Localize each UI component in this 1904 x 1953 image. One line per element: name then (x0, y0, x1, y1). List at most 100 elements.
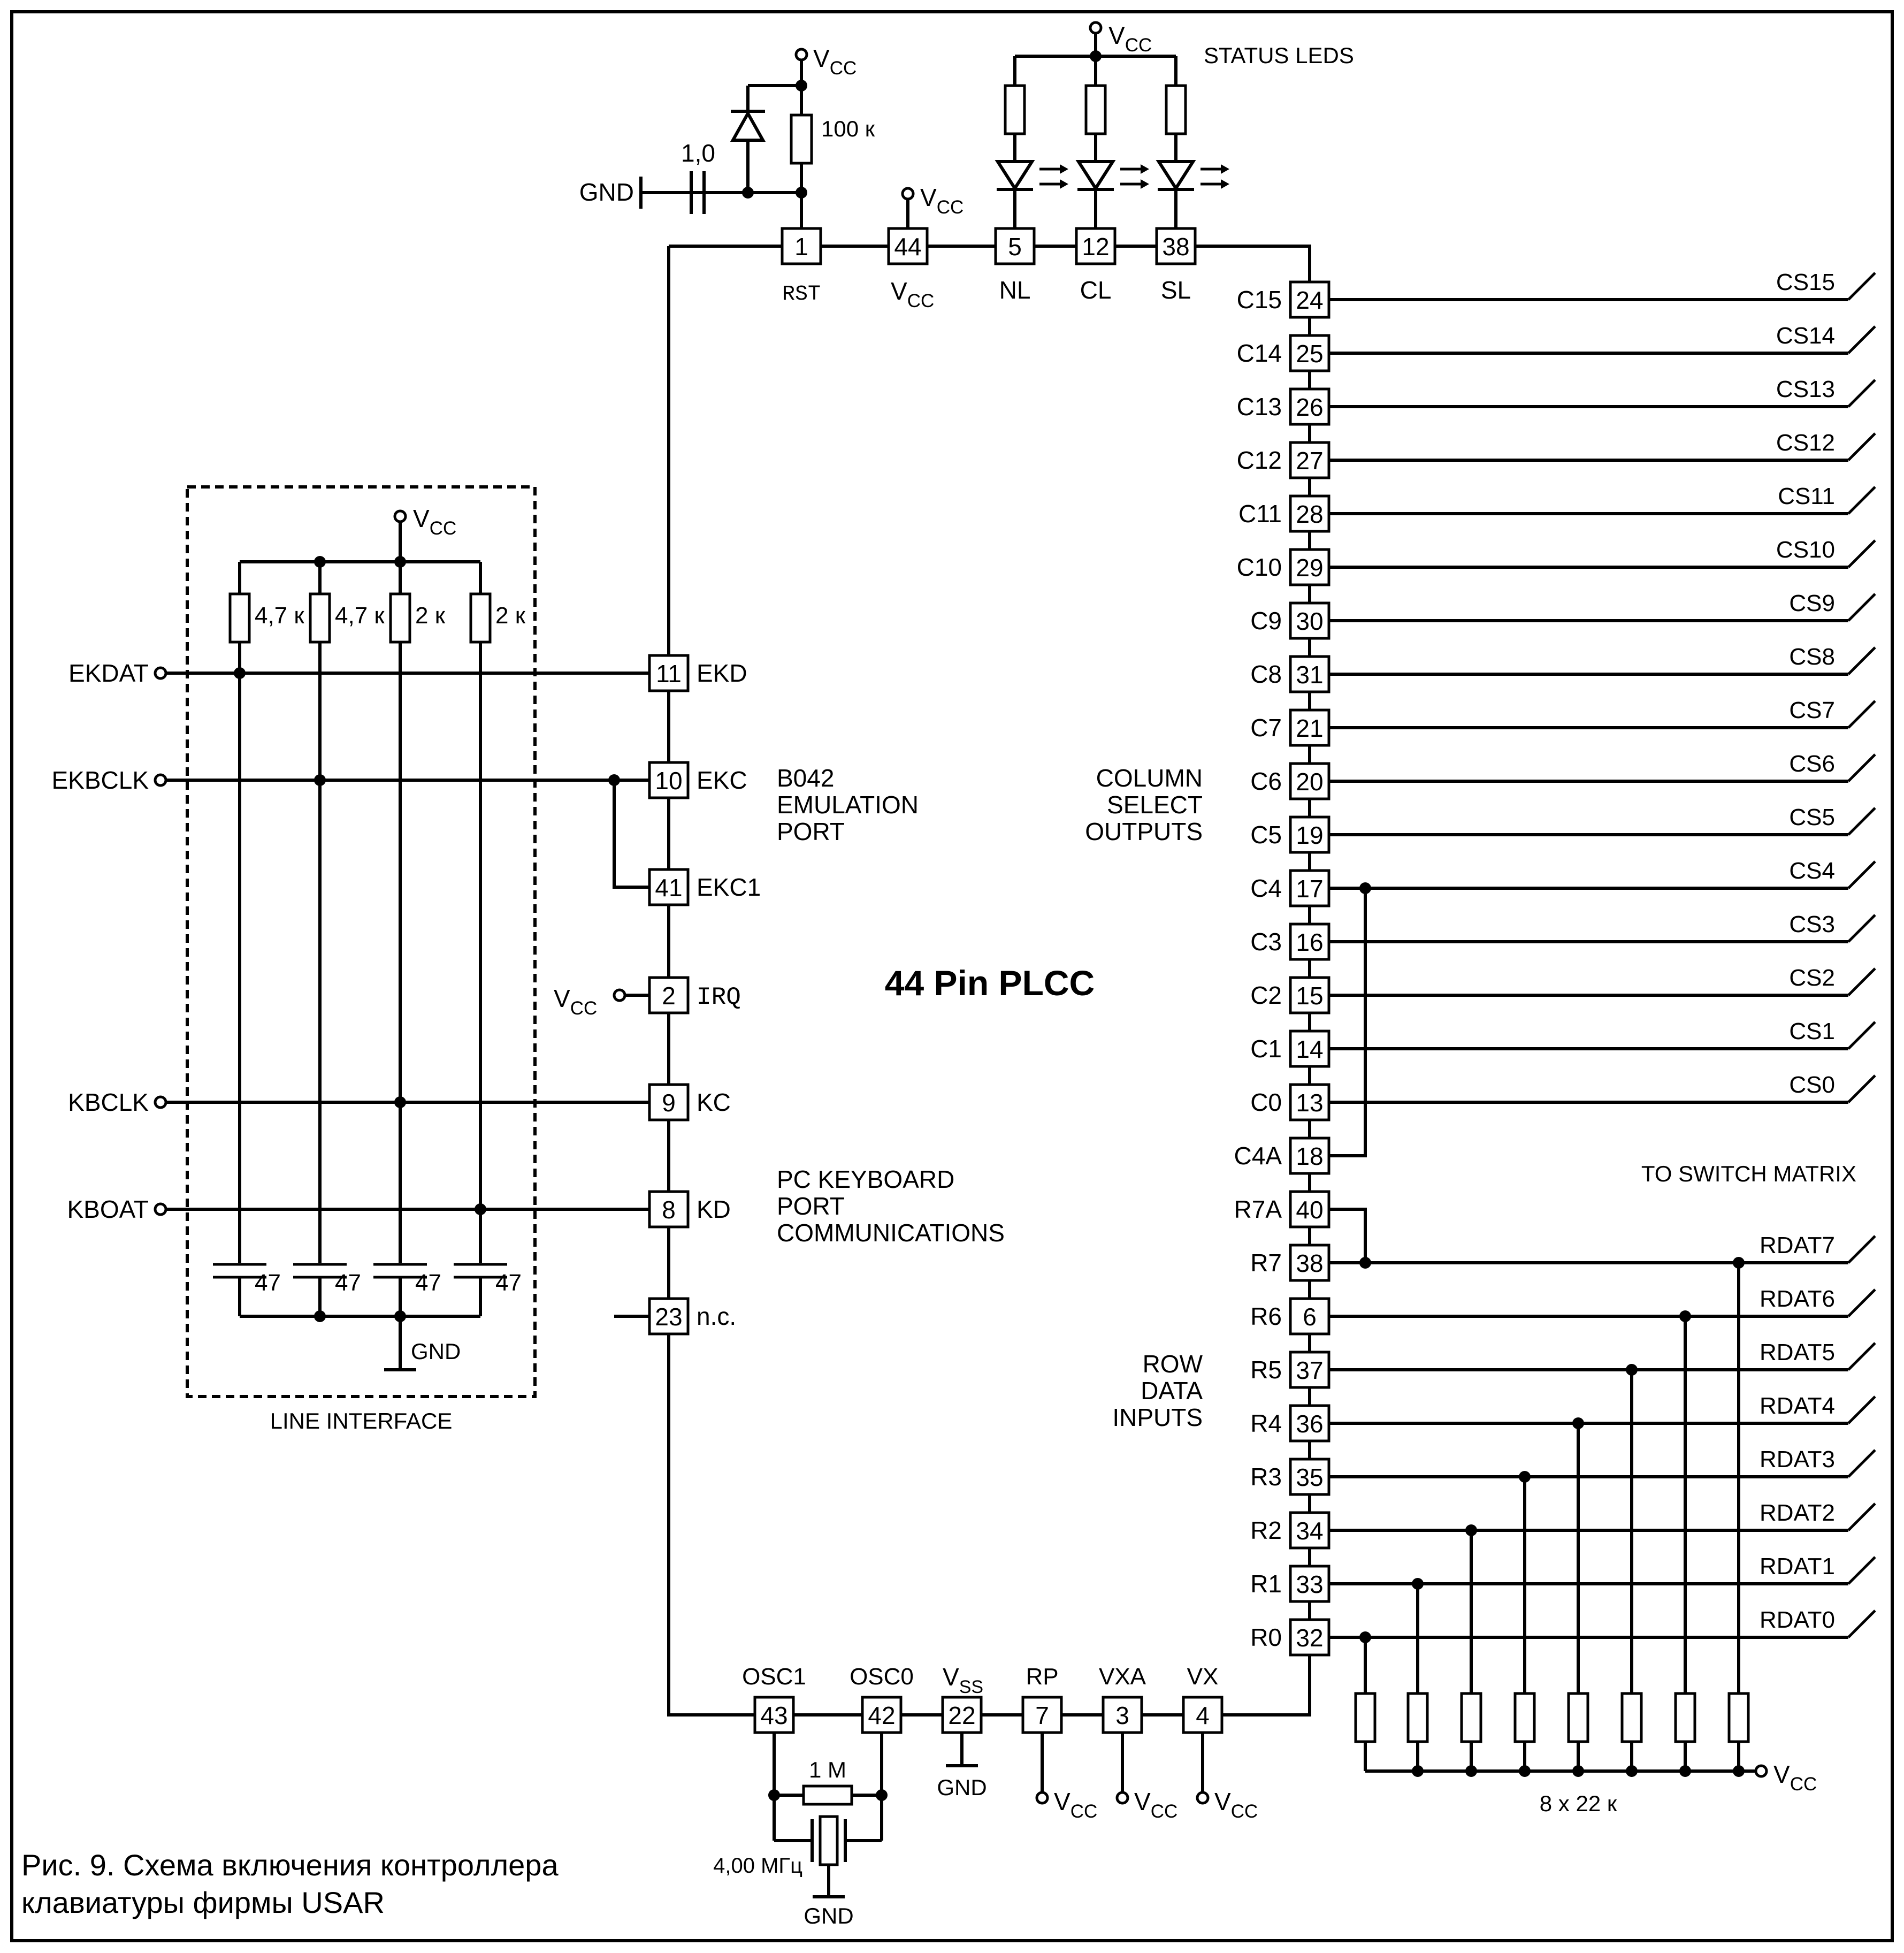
junction-dot (1572, 1417, 1584, 1429)
resistor-100k (790, 113, 813, 165)
wires-layer (166, 33, 1876, 1898)
pin-number: 2 (662, 982, 676, 1010)
pc-label: COMMUNICATIONS (777, 1219, 1005, 1247)
resistor-22k (1567, 1692, 1589, 1743)
right-pin-box (1289, 1243, 1330, 1282)
terminal (1089, 21, 1103, 35)
rdat-label: RDAT4 (1760, 1393, 1835, 1419)
resistor-22k (1406, 1692, 1429, 1743)
right-pin-name: R3 (1250, 1463, 1282, 1491)
right-pin-name: C7 (1250, 714, 1282, 742)
resistor-22k (1674, 1692, 1696, 1743)
wire-cs-end (1847, 646, 1876, 675)
right-pin-box (1289, 1618, 1330, 1657)
right-pin-name: R0 (1250, 1623, 1282, 1651)
pin-name-vcc: VCC (891, 277, 934, 311)
wire-ekc1 (613, 780, 649, 889)
signal-terminal (154, 1095, 167, 1109)
wire-rdat-end (1847, 1395, 1876, 1424)
pin-number: 31 (1296, 661, 1323, 689)
junction-dot (1090, 50, 1102, 62)
right-pin-name: R6 (1250, 1302, 1282, 1330)
chip-title: 44 Pin PLCC (885, 963, 1095, 1003)
pin-number: 19 (1296, 821, 1323, 849)
pin-number: 18 (1296, 1142, 1323, 1170)
reset-res-value: 100 к (821, 116, 875, 141)
right-pin-box (1289, 548, 1330, 586)
junction-dot (1519, 1471, 1531, 1483)
light-arrow (1221, 179, 1229, 189)
vcc-label: VCC (1773, 1760, 1817, 1795)
pin-number: 38 (1296, 1249, 1323, 1277)
right-pin-name: C12 (1237, 446, 1282, 474)
vss-gnd-label: GND (937, 1775, 987, 1800)
osc-gnd-label: GND (804, 1903, 853, 1928)
terminal (901, 187, 915, 201)
right-pin-box (1289, 1136, 1330, 1175)
light-arrow (1060, 164, 1068, 174)
right-pin-name: C3 (1250, 928, 1282, 956)
pullups-label: 8 x 22 к (1540, 1791, 1617, 1816)
pin-number: 38 (1162, 233, 1189, 261)
right-pin-box (1289, 441, 1330, 479)
wire-rdat-end (1847, 1235, 1876, 1264)
resistor-22k (1460, 1692, 1482, 1743)
resistor-led (1004, 84, 1026, 135)
pin-number: 3 (1115, 1702, 1129, 1729)
right-pin-name: C8 (1250, 660, 1282, 688)
left-pin-name: EKC1 (697, 873, 761, 901)
osc-res-value: 1 М (809, 1757, 846, 1782)
pin-number: 9 (662, 1089, 676, 1117)
signal-label: EKDAT (68, 659, 149, 687)
left-pin-box (648, 1190, 690, 1229)
wire-rdat-end (1847, 1449, 1876, 1478)
right-pin-box (1289, 601, 1330, 640)
terminal (1754, 1764, 1768, 1778)
wire-cs-end (1847, 272, 1876, 301)
signal-label: EKBCLK (51, 766, 149, 794)
right-pin-name: C9 (1250, 607, 1282, 635)
column-label: SELECT (1107, 791, 1203, 819)
pc-label: PC KEYBOARD (777, 1165, 954, 1193)
right-pin-name: C4A (1234, 1142, 1282, 1170)
top-pin-name: RST (782, 283, 821, 307)
right-pin-name: R7 (1250, 1249, 1282, 1277)
right-pin-box (1289, 1351, 1330, 1389)
pullup-value: 4,7 к (335, 602, 385, 629)
right-pin-box (1289, 655, 1330, 693)
light-arrow (1060, 179, 1068, 189)
right-pin-box (1289, 1029, 1330, 1068)
bottom-pin-name: VX (1187, 1664, 1219, 1690)
junction-dot (1626, 1364, 1638, 1376)
pin-number: 43 (760, 1702, 787, 1729)
line-interface-title: LINE INTERFACE (270, 1408, 453, 1433)
light-arrow (1141, 179, 1149, 189)
pullup-value: 2 к (495, 602, 526, 629)
junction-dot (1465, 1765, 1477, 1777)
wire-rdat-end (1847, 1288, 1876, 1317)
bottom-pin-name: OSC0 (850, 1664, 914, 1690)
cs-label: CS0 (1789, 1072, 1835, 1098)
right-pin-box (1289, 334, 1330, 372)
cs-label: CS3 (1789, 911, 1835, 937)
vcc-label: VCC (413, 505, 456, 539)
junction-dot (796, 187, 807, 199)
row-label: DATA (1141, 1377, 1203, 1405)
terminal (393, 509, 407, 523)
junction-dot (1359, 1631, 1371, 1643)
wire-cs-end (1847, 860, 1876, 889)
top-pin-name: SL (1161, 276, 1191, 304)
cs-label: CS4 (1789, 858, 1835, 884)
bottom-pin-box (1021, 1696, 1063, 1734)
vcc-label: VCC (1214, 1788, 1258, 1822)
wire-cs-end (1847, 967, 1876, 996)
junction-dot (1679, 1310, 1691, 1322)
right-pin-name: C11 (1238, 500, 1282, 528)
b042-label: B042 (777, 764, 834, 792)
top-pin-box (781, 227, 822, 265)
pin-number: 16 (1296, 928, 1323, 956)
crystal (819, 1815, 839, 1866)
pullup-value: 4,7 к (255, 602, 304, 629)
junction-dot (394, 1310, 406, 1322)
